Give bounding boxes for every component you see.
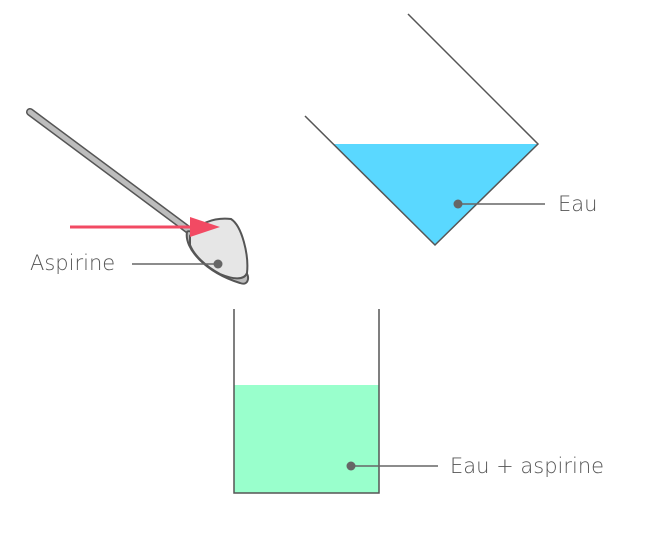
glass-outline — [304, 13, 540, 247]
spoon — [26, 108, 249, 285]
water-fill — [333, 144, 538, 245]
water-glass — [304, 13, 540, 247]
aspirine-label: Aspirine — [30, 251, 115, 275]
eau-dot — [453, 199, 463, 209]
eau-aspirine-dot — [346, 461, 356, 471]
eau-callout: Eau — [453, 192, 597, 216]
eau-aspirine-callout: Eau + aspirine — [346, 454, 604, 478]
aspirine-callout: Aspirine — [30, 251, 223, 275]
spoon-handle-fill — [27, 109, 201, 240]
arrow-head — [190, 217, 220, 237]
pour-arrow — [70, 217, 220, 237]
solution-fill — [234, 385, 379, 493]
aspirine-dot — [213, 259, 223, 269]
beaker-outline — [233, 309, 380, 494]
eau-aspirine-label: Eau + aspirine — [450, 454, 604, 478]
solution-beaker — [233, 309, 380, 494]
eau-label: Eau — [558, 192, 597, 216]
